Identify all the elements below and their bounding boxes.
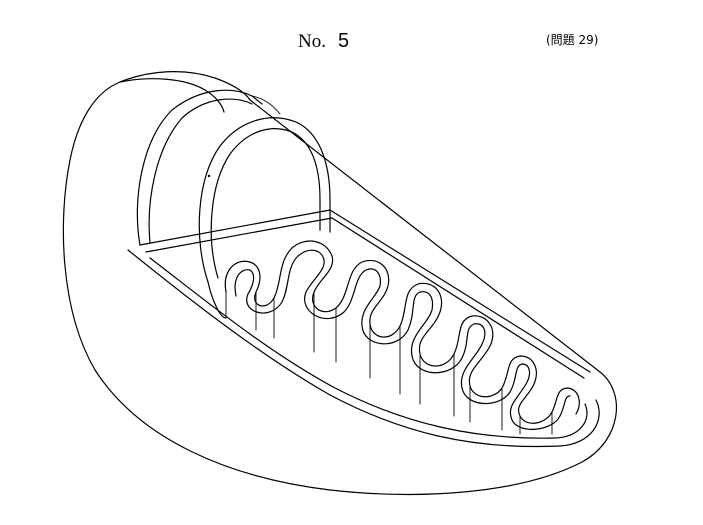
- central-arch-crista-outer: [198, 117, 331, 283]
- page-number: No. 5: [298, 30, 349, 53]
- cut-face-upper-edge: [139, 209, 591, 373]
- question-reference: (問題 29): [546, 33, 599, 47]
- cristae-fold-inner: [234, 249, 571, 430]
- matrix-left-edge: [207, 281, 227, 319]
- arch-top-connector: [251, 95, 281, 115]
- page-number-value: 5: [337, 30, 350, 52]
- inner-membrane-wall: [149, 257, 588, 439]
- intermembrane-edge: [127, 249, 600, 448]
- end-arch-middle: [148, 98, 253, 244]
- cristae-fold-outer: [224, 240, 580, 424]
- outer-membrane-rim: [119, 78, 225, 113]
- outer-membrane-outline: [62, 71, 618, 496]
- cut-face-inner-edge: [145, 217, 585, 379]
- end-arch-outer: [136, 89, 263, 246]
- page-header: No. 5 (問題 29): [0, 0, 703, 60]
- page-number-prefix: No.: [298, 31, 326, 52]
- matrix-granule: [207, 174, 211, 178]
- central-arch-crista-inner: [210, 128, 321, 279]
